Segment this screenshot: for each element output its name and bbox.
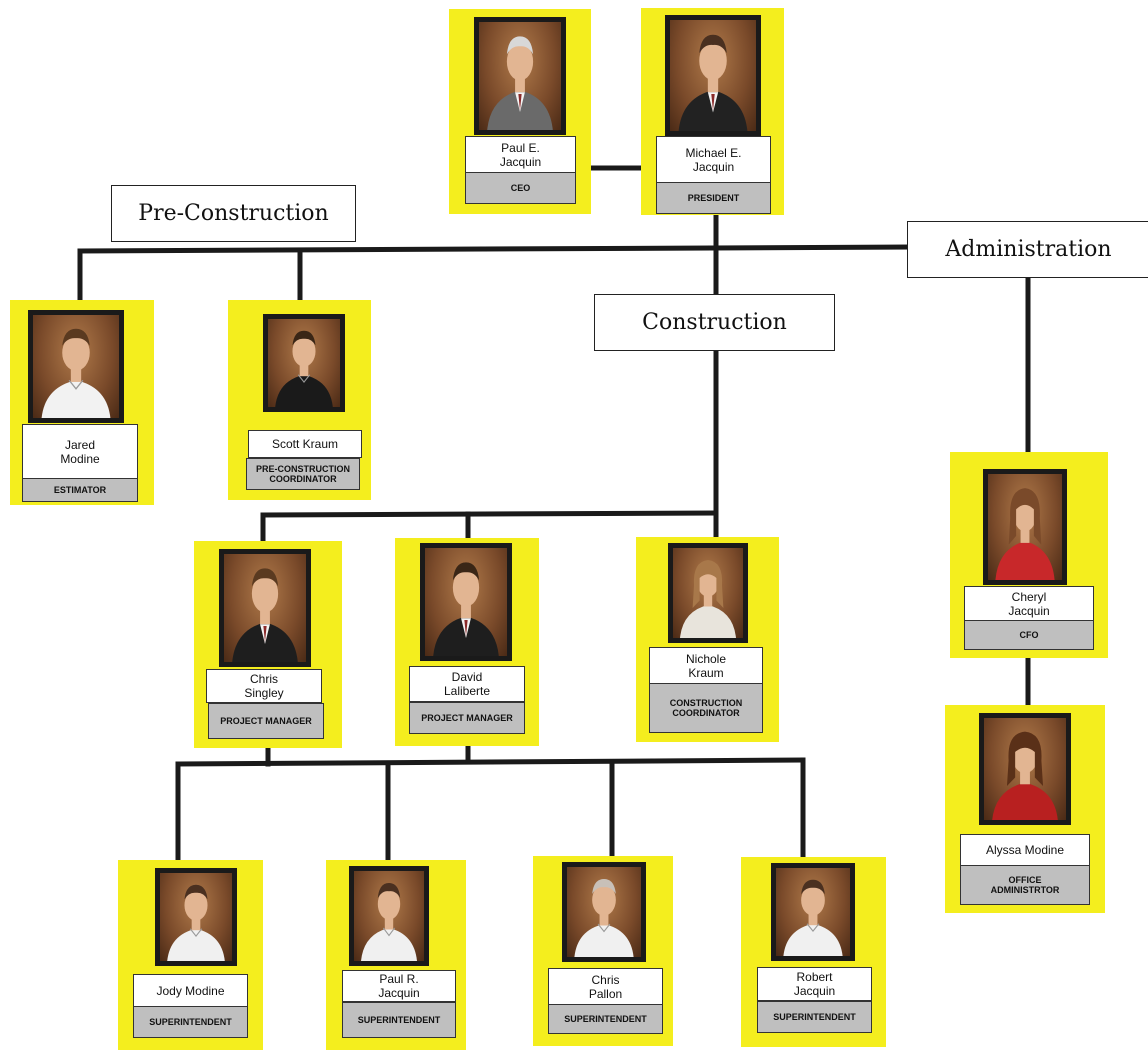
construction-coordinator-name: Nichole Kraum (649, 647, 763, 685)
white-shirt-photo-icon (349, 866, 429, 966)
super-paul-card: Paul R. Jacquin SUPERINTENDENT (326, 860, 466, 1050)
super-jody-card: Jody Modine SUPERINTENDENT (118, 860, 263, 1050)
office-administrator-title: OFFICE ADMINISTRTOR (960, 865, 1090, 905)
white-shirt-photo-icon (155, 868, 237, 966)
super-robert-title: SUPERINTENDENT (757, 1001, 872, 1033)
dark-shirt-photo-icon (263, 314, 345, 412)
construction-coordinator-card: Nichole Kraum CONSTRUCTION COORDINATOR (636, 537, 779, 742)
pm-david-card: David Laliberte PROJECT MANAGER (395, 538, 539, 746)
white-shirt-photo-icon (562, 862, 646, 962)
ceo-card: Paul E. Jacquin CEO (449, 9, 591, 214)
cfo-title: CFO (964, 620, 1094, 650)
woman-photo-icon (668, 543, 748, 643)
president-title: PRESIDENT (656, 182, 771, 214)
pre-construction-department-box: Pre-Construction (111, 185, 356, 242)
president-card: Michael E. Jacquin PRESIDENT (641, 8, 784, 215)
estimator-title: ESTIMATOR (22, 478, 138, 502)
pm-chris-card: Chris Singley PROJECT MANAGER (194, 541, 342, 748)
super-paul-title: SUPERINTENDENT (342, 1002, 456, 1038)
superintendent-horizontal-bar (175, 757, 806, 767)
cfo-name: Cheryl Jacquin (964, 586, 1094, 622)
woman-red-photo-icon (979, 713, 1071, 825)
suit-photo-icon (474, 17, 566, 135)
president-name: Michael E. Jacquin (656, 136, 771, 184)
office-administrator-name: Alyssa Modine (960, 834, 1090, 866)
super-chris-name: Chris Pallon (548, 968, 663, 1006)
administration-department-box: Administration (907, 221, 1148, 278)
cfo-card: Cheryl Jacquin CFO (950, 452, 1108, 658)
ceo-name: Paul E. Jacquin (465, 136, 576, 174)
office-administrator-card: Alyssa Modine OFFICE ADMINISTRTOR (945, 705, 1105, 913)
estimator-name: Jared Modine (22, 424, 138, 480)
suit-photo-icon (219, 549, 311, 667)
pm-chris-name: Chris Singley (206, 669, 322, 703)
super-robert-name: Robert Jacquin (757, 967, 872, 1001)
pm-david-title: PROJECT MANAGER (409, 702, 525, 734)
suit-photo-icon (665, 15, 761, 136)
preconstruction-coordinator-card: Scott Kraum PRE-CONSTRUCTION COORDINATOR (228, 300, 371, 500)
super-chris-title: SUPERINTENDENT (548, 1004, 663, 1034)
estimator-card: Jared Modine ESTIMATOR (10, 300, 154, 505)
ceo-title: CEO (465, 172, 576, 204)
super-jody-name: Jody Modine (133, 974, 248, 1008)
pm-david-name: David Laliberte (409, 666, 525, 702)
super-robert-card: Robert Jacquin SUPERINTENDENT (741, 857, 886, 1047)
super-chris-card: Chris Pallon SUPERINTENDENT (533, 856, 673, 1046)
construction-department-box: Construction (594, 294, 835, 351)
super-paul-name: Paul R. Jacquin (342, 970, 456, 1002)
preconstruction-coordinator-name: Scott Kraum (248, 430, 362, 458)
construction-horizontal-bar (260, 510, 719, 518)
construction-coordinator-title: CONSTRUCTION COORDINATOR (649, 683, 763, 733)
suit-photo-icon (420, 543, 512, 661)
white-shirt-photo-icon (28, 310, 124, 423)
top-horizontal-bar (77, 244, 911, 254)
woman-red-photo-icon (983, 469, 1067, 585)
pm-chris-title: PROJECT MANAGER (208, 703, 324, 739)
preconstruction-coordinator-title: PRE-CONSTRUCTION COORDINATOR (246, 458, 360, 490)
super-jody-title: SUPERINTENDENT (133, 1006, 248, 1038)
white-shirt-photo-icon (771, 863, 855, 961)
